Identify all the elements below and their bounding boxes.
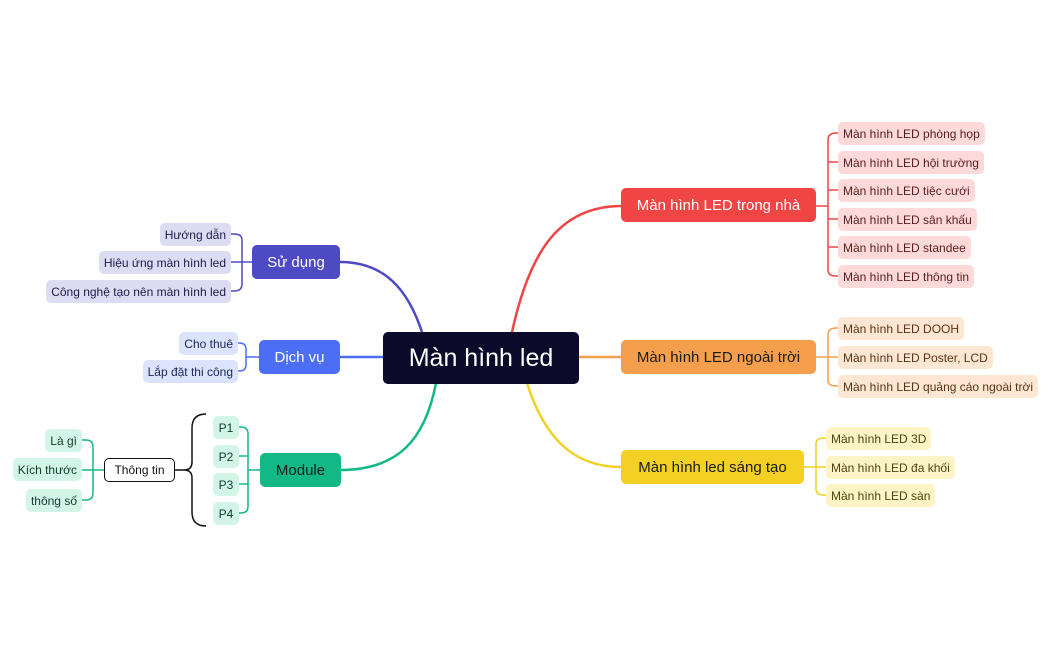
branch-indoor[interactable]: Màn hình LED trong nhà: [621, 188, 816, 222]
leaf-creative-3[interactable]: Màn hình LED sàn: [826, 484, 936, 507]
leaf-summary-1[interactable]: Là gì: [45, 429, 82, 452]
leaf-module-p1[interactable]: P1: [213, 416, 239, 439]
connector-module-leaves: [239, 426, 260, 514]
connector-module: [339, 382, 438, 472]
leaf-creative-1[interactable]: Màn hình LED 3D: [826, 427, 932, 450]
leaf-outdoor-3[interactable]: Màn hình LED quảng cáo ngoài trời: [838, 375, 1038, 398]
leaf-module-p3[interactable]: P3: [213, 473, 239, 496]
summary-topic[interactable]: Thông tin: [104, 458, 175, 482]
leaf-usage-3[interactable]: Công nghệ tạo nên màn hình led: [46, 280, 231, 303]
leaf-service-1[interactable]: Cho thuê: [179, 332, 238, 355]
leaf-outdoor-1[interactable]: Màn hình LED DOOH: [838, 317, 965, 340]
connector-usage: [339, 260, 424, 333]
leaf-indoor-2[interactable]: Màn hình LED hội trường: [838, 151, 984, 174]
branch-creative[interactable]: Màn hình led sáng tạo: [621, 450, 804, 484]
leaf-creative-2[interactable]: Màn hình LED đa khối: [826, 456, 955, 479]
connector-service-leaves: [238, 342, 259, 372]
branch-usage[interactable]: Sử dụng: [252, 245, 340, 279]
leaf-summary-2[interactable]: Kích thước: [12, 458, 82, 481]
leaf-indoor-1[interactable]: Màn hình LED phòng họp: [838, 122, 985, 145]
connector-summary-leaves: [82, 439, 104, 501]
connector-creative: [525, 382, 622, 469]
leaf-service-2[interactable]: Lắp đặt thi công: [142, 360, 238, 383]
leaf-outdoor-2[interactable]: Màn hình LED Poster, LCD: [838, 346, 993, 369]
summary-brace: [183, 413, 207, 527]
leaf-module-p2[interactable]: P2: [213, 445, 239, 468]
leaf-indoor-6[interactable]: Màn hình LED thông tin: [838, 265, 975, 288]
leaf-indoor-5[interactable]: Màn hình LED standee: [838, 236, 971, 259]
connector-indoor-leaves: [816, 132, 838, 277]
connector-usage-leaves: [231, 233, 252, 292]
connector-indoor: [510, 204, 623, 333]
leaf-indoor-4[interactable]: Màn hình LED sân khấu: [838, 208, 977, 231]
branch-module[interactable]: Module: [260, 453, 341, 487]
connector-creative-leaves: [804, 437, 826, 496]
leaf-summary-3[interactable]: thông số: [25, 489, 82, 512]
connector-outdoor-leaves: [816, 327, 838, 387]
branch-outdoor[interactable]: Màn hình LED ngoài trời: [621, 340, 816, 374]
leaf-module-p4[interactable]: P4: [213, 502, 239, 525]
leaf-indoor-3[interactable]: Màn hình LED tiệc cưới: [838, 179, 975, 202]
branch-service[interactable]: Dịch vụ: [259, 340, 340, 374]
leaf-usage-1[interactable]: Hướng dẫn: [159, 223, 231, 246]
root-topic[interactable]: Màn hình led: [383, 332, 579, 384]
leaf-usage-2[interactable]: Hiệu ứng màn hình led: [98, 251, 231, 274]
